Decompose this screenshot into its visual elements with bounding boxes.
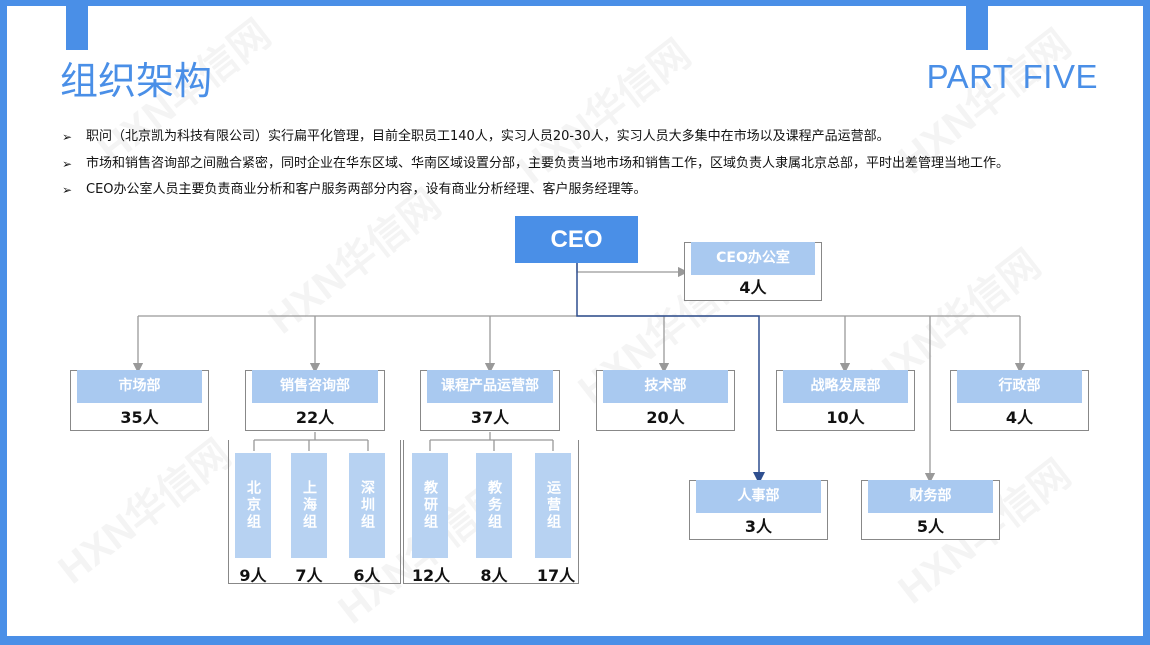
group-count: 12人: [411, 566, 451, 585]
top-right-tab: [966, 0, 988, 50]
node-count: 20人: [646, 408, 685, 427]
node-count: 5人: [916, 517, 945, 536]
sales-groups-frame: [228, 440, 401, 584]
node-title: 销售咨询部: [252, 370, 378, 403]
bullet-marker-icon: ➢: [62, 183, 73, 197]
group-box: 北京组: [235, 453, 271, 558]
group-box: 上海组: [291, 453, 327, 558]
group-box: 教务组: [476, 453, 512, 558]
org-node-department: 技术部 20人: [596, 370, 735, 431]
org-node-department: 行政部 4人: [950, 370, 1089, 431]
node-count: 22人: [295, 408, 335, 427]
node-title: 技术部: [603, 370, 728, 403]
org-node-department: 市场部 35人: [70, 370, 209, 431]
node-count: 4人: [739, 278, 767, 297]
bullet-list: ➢职问（北京凯为科技有限公司）实行扁平化管理，目前全职员工140人，实习人员20…: [62, 124, 1122, 204]
bullet-marker-icon: ➢: [62, 130, 73, 144]
org-node-department: 销售咨询部 22人: [245, 370, 385, 431]
bullet-item: ➢职问（北京凯为科技有限公司）实行扁平化管理，目前全职员工140人，实习人员20…: [62, 124, 1122, 151]
bullet-item: ➢市场和销售咨询部之间融合紧密，同时企业在华东区域、华南区域设置分部，主要负责当…: [62, 151, 1122, 178]
org-node-finance: 财务部 5人: [861, 480, 1000, 540]
node-title: 财务部: [868, 480, 993, 513]
group-box: 教研组: [412, 453, 448, 558]
node-count: 10人: [826, 408, 865, 427]
group-count: 8人: [480, 566, 508, 585]
node-count: 4人: [1005, 408, 1034, 427]
node-title: 人事部: [696, 480, 821, 513]
group-count: 17人: [536, 566, 576, 585]
page-title: 组织架构: [60, 59, 213, 103]
node-title: 市场部: [77, 370, 202, 403]
part-label: PART FIVE: [926, 58, 1098, 95]
node-count: 37人: [470, 408, 510, 427]
top-left-tab: [66, 0, 88, 50]
group-count: 6人: [353, 566, 381, 585]
ops-groups-frame: [403, 440, 579, 584]
group-count: 7人: [295, 566, 323, 585]
group-count: 9人: [239, 566, 267, 585]
node-title: CEO办公室: [691, 242, 815, 275]
ceo-box: CEO: [515, 216, 638, 263]
node-title: 行政部: [957, 370, 1082, 403]
node-count: 35人: [120, 408, 159, 427]
bullet-item: ➢CEO办公室人员主要负责商业分析和客户服务两部分内容，设有商业分析经理、客户服…: [62, 177, 1122, 204]
node-title: 战略发展部: [783, 370, 908, 403]
org-node-department: 战略发展部 10人: [776, 370, 915, 431]
org-node-hr: 人事部 3人: [689, 480, 828, 540]
org-node-department: 课程产品运营部 37人: [420, 370, 560, 431]
group-box: 运营组: [535, 453, 571, 558]
node-title: 课程产品运营部: [427, 370, 553, 403]
org-node-ceo-office: CEO办公室 4人: [684, 242, 822, 301]
bullet-marker-icon: ➢: [62, 156, 73, 171]
group-box: 深圳组: [349, 453, 385, 558]
node-count: 3人: [744, 517, 773, 536]
